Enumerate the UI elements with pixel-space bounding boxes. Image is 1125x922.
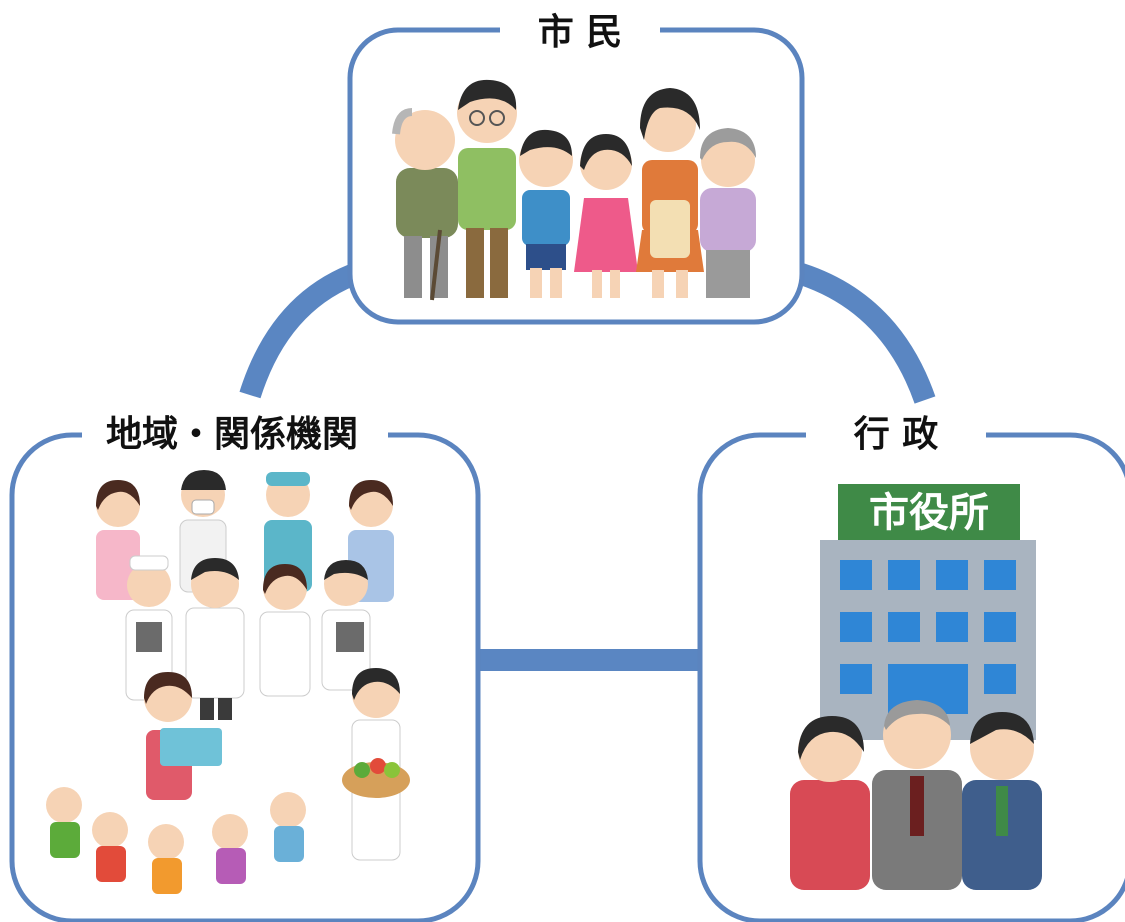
city-hall-windows (840, 560, 1016, 714)
node-agencies: 地域・関係機関 (9, 405, 481, 922)
node-citizens-title: 市 民 (538, 12, 623, 53)
pharmacist-figure (259, 564, 311, 697)
city-hall-sign (838, 484, 1020, 540)
chef-with-basket-figure (342, 668, 410, 861)
city-hall-illustration: 市役所 (790, 484, 1042, 890)
official-man-right-figure (962, 712, 1042, 890)
node-government-title: 行 政 (854, 414, 939, 455)
connector-citizens-government (791, 261, 936, 404)
dentist-figure (179, 470, 227, 593)
grandpa-figure (392, 108, 458, 301)
children-group (46, 787, 306, 894)
node-government: 行 政 市役所 (697, 405, 1125, 922)
official-man-center-figure (872, 700, 962, 890)
official-woman-figure (790, 716, 870, 890)
city-hall-sign-text: 市役所 (869, 490, 989, 536)
connector-citizens-agencies (239, 261, 364, 399)
professionals-illustration (46, 470, 410, 894)
doctor-figure (185, 558, 245, 720)
caregiver-figure (348, 480, 394, 602)
boy-figure (519, 129, 573, 298)
node-agencies-title: 地域・関係機関 (106, 414, 358, 455)
father-figure (457, 79, 517, 298)
node-citizens: 市 民 (347, 5, 805, 325)
grandma-figure (700, 128, 756, 298)
girl-figure (574, 134, 638, 298)
nutritionist-figure (321, 560, 371, 691)
family-illustration (392, 79, 756, 301)
mother-figure (636, 88, 704, 298)
teacher-reading-figure (144, 672, 222, 800)
